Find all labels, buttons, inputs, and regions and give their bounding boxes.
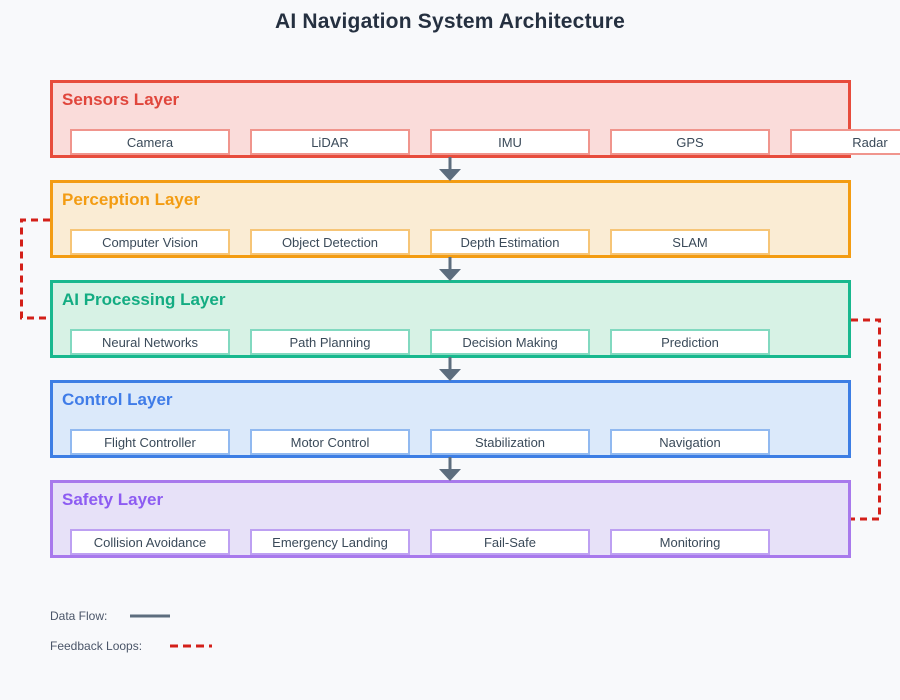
component-monitoring: Monitoring [610,529,770,555]
component-gps: GPS [610,129,770,155]
component-slam: SLAM [610,229,770,255]
legend-data-flow-label: Data Flow: [50,609,108,623]
flow-arrow-control-to-safety [439,457,461,481]
layer-sensors-title: Sensors Layer [62,90,180,109]
component-collision-avoidance: Collision Avoidance [70,529,230,555]
page-title: AI Navigation System Architecture [274,10,626,33]
component-lidar: LiDAR [250,129,410,155]
component-emergency-landing: Emergency Landing [250,529,410,555]
feedback-loop-right [851,318,881,521]
component-stabilization: Stabilization [430,429,590,455]
legend-feedback-loops-label: Feedback Loops: [50,639,143,653]
layer-control-title: Control Layer [62,390,173,409]
component-radar: Radar [790,129,900,155]
component-neural-networks: Neural Networks [70,329,230,355]
flow-arrow-ai-to-control [439,357,461,381]
component-computer-vision: Computer Vision [70,229,230,255]
component-path-planning: Path Planning [250,329,410,355]
component-imu: IMU [430,129,590,155]
component-decision-making: Decision Making [430,329,590,355]
component-motor-control: Motor Control [250,429,410,455]
feedback-loop-left [20,218,50,320]
layer-control: Control Layer Flight Controller Motor Co… [50,380,851,458]
component-fail-safe: Fail-Safe [430,529,590,555]
layer-safety: Safety Layer Collision Avoidance Emergen… [50,480,851,558]
component-depth-estimation: Depth Estimation [430,229,590,255]
layer-sensors: Sensors Layer Camera LiDAR IMU GPS Radar [50,80,900,158]
layer-perception: Perception Layer Computer Vision Object … [50,180,851,258]
component-prediction: Prediction [610,329,770,355]
layer-safety-title: Safety Layer [62,490,164,509]
component-object-detection: Object Detection [250,229,410,255]
component-navigation: Navigation [610,429,770,455]
flow-arrow-perception-to-ai [439,257,461,281]
layer-ai-processing: AI Processing Layer Neural Networks Path… [50,280,851,358]
flow-arrow-sensors-to-perception [439,157,461,181]
component-camera: Camera [70,129,230,155]
layer-ai-processing-title: AI Processing Layer [62,290,226,309]
component-flight-controller: Flight Controller [70,429,230,455]
layer-perception-title: Perception Layer [62,190,200,209]
